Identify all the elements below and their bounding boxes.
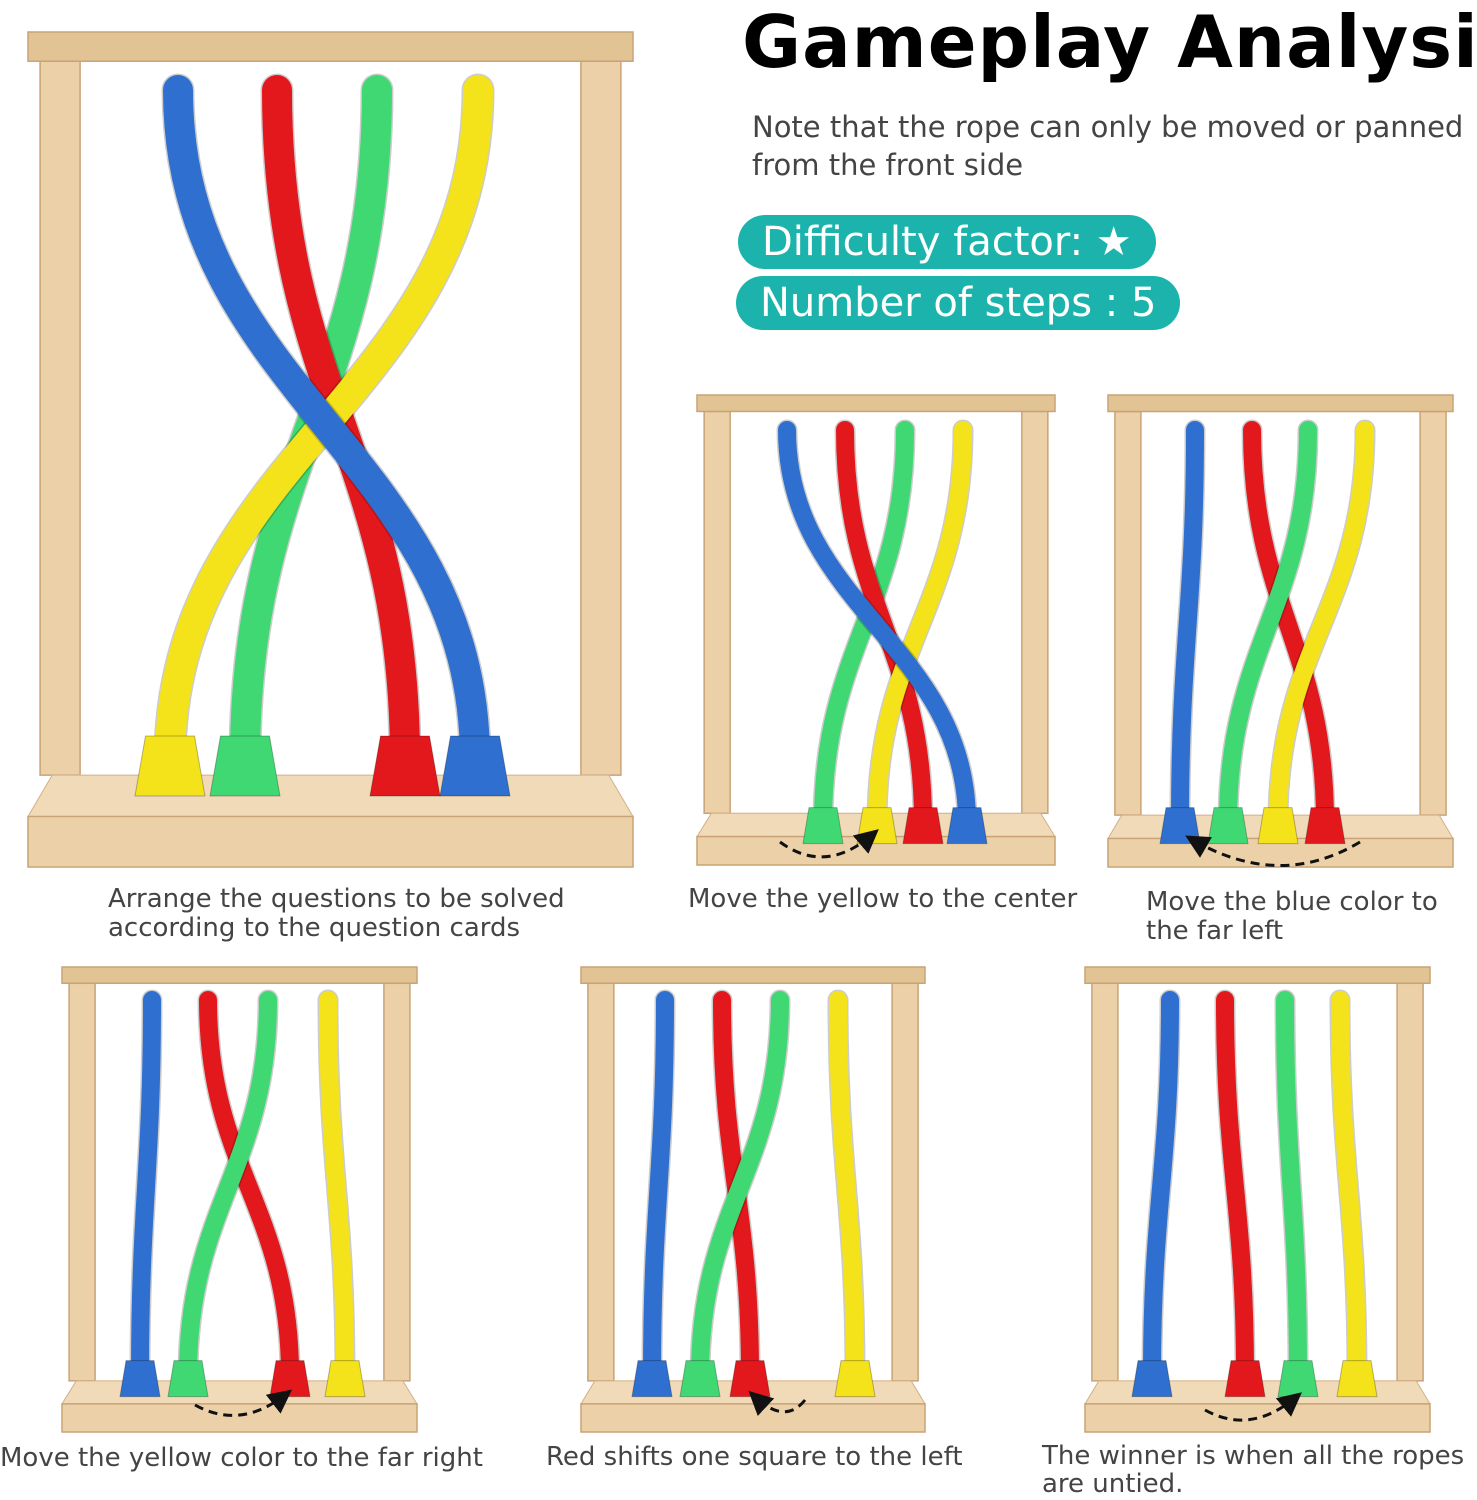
green-peg <box>679 1360 721 1398</box>
green-peg <box>1207 807 1249 845</box>
frame-base <box>27 815 634 868</box>
move-arrow-icon <box>1204 1392 1302 1422</box>
yellow-peg <box>1336 1360 1378 1398</box>
blue-rope <box>778 421 976 831</box>
red-peg <box>269 1360 311 1398</box>
yellow-peg <box>834 1360 876 1398</box>
blue-peg <box>1159 807 1201 845</box>
red-peg <box>729 1360 771 1398</box>
frame-base <box>1084 1403 1431 1433</box>
frame-right-post <box>1396 982 1424 1382</box>
move-arrow-icon <box>194 1389 293 1417</box>
yellow-peg <box>324 1360 366 1398</box>
green-peg <box>209 735 281 797</box>
frame-base <box>580 1403 926 1433</box>
red-rope <box>1243 421 1334 831</box>
frame-top-bar <box>1107 394 1454 413</box>
green-rope <box>814 421 914 831</box>
frame-left-post <box>1114 410 1142 816</box>
blue-peg <box>631 1360 673 1398</box>
blue-rope <box>1171 421 1204 831</box>
caption-step-4: Red shifts one square to the left <box>546 1442 963 1472</box>
blue-rope <box>163 75 490 775</box>
frame-left-post <box>703 410 731 815</box>
green-peg <box>167 1360 209 1398</box>
red-rope <box>199 991 299 1384</box>
move-arrow-icon <box>748 1390 807 1417</box>
red-rope <box>1216 991 1254 1384</box>
yellow-rope <box>829 991 864 1384</box>
frame-top-bar <box>696 394 1056 413</box>
blue-peg <box>1131 1360 1173 1398</box>
steps-badge: Number of steps : 5 <box>736 276 1181 330</box>
frame-top-bar <box>1084 966 1431 985</box>
rule-note: Note that the rope can only be moved or … <box>752 110 1464 182</box>
blue-peg <box>119 1360 161 1398</box>
red-peg <box>1224 1360 1266 1398</box>
red-peg <box>1304 807 1346 845</box>
frame-left-post <box>39 60 81 776</box>
frame-left-post <box>68 982 96 1382</box>
blue-peg <box>946 807 988 845</box>
frame-top-bar <box>580 966 926 985</box>
difficulty-badge: Difficulty factor: ★ <box>738 215 1156 269</box>
caption-step-1: Move the yellow to the center <box>688 884 1078 914</box>
red-peg <box>902 807 944 845</box>
caption-step-2: Move the blue color to the far left <box>1146 887 1438 946</box>
frame-top-bar <box>27 31 634 62</box>
frame-right-post <box>891 982 919 1382</box>
frame-top-bar <box>61 966 418 985</box>
green-rope <box>179 991 277 1384</box>
frame-right-post <box>1419 410 1447 816</box>
yellow-peg <box>134 735 206 797</box>
blue-peg <box>439 735 511 797</box>
caption-step-5: The winner is when all the ropes are unt… <box>1042 1441 1465 1499</box>
green-peg <box>1277 1360 1319 1398</box>
frame-left-post <box>587 982 615 1382</box>
frame-right-post <box>383 982 411 1382</box>
green-rope <box>691 991 789 1384</box>
frame-base-top <box>27 774 634 817</box>
frame-left-post <box>1091 982 1119 1382</box>
green-peg <box>802 807 844 845</box>
frame-right-post <box>1021 410 1049 815</box>
move-arrow-icon <box>779 829 879 859</box>
yellow-peg <box>856 807 898 845</box>
frame-right-post <box>580 60 622 776</box>
frame-base <box>61 1403 418 1433</box>
yellow-rope <box>1331 991 1366 1384</box>
blue-rope <box>643 991 674 1384</box>
blue-rope <box>131 991 161 1384</box>
green-rope <box>1276 991 1307 1384</box>
yellow-rope <box>1269 421 1374 831</box>
move-arrow-icon <box>1185 835 1361 867</box>
yellow-rope <box>868 421 972 831</box>
yellow-peg <box>1257 807 1299 845</box>
yellow-rope <box>319 991 354 1384</box>
green-rope <box>1219 421 1317 831</box>
blue-rope <box>1143 991 1179 1384</box>
page-title: Gameplay Analysis <box>742 0 1477 84</box>
red-peg <box>369 735 441 797</box>
caption-step-0: Arrange the questions to be solved accor… <box>108 884 565 943</box>
caption-step-3: Move the yellow color to the far right <box>0 1443 483 1473</box>
